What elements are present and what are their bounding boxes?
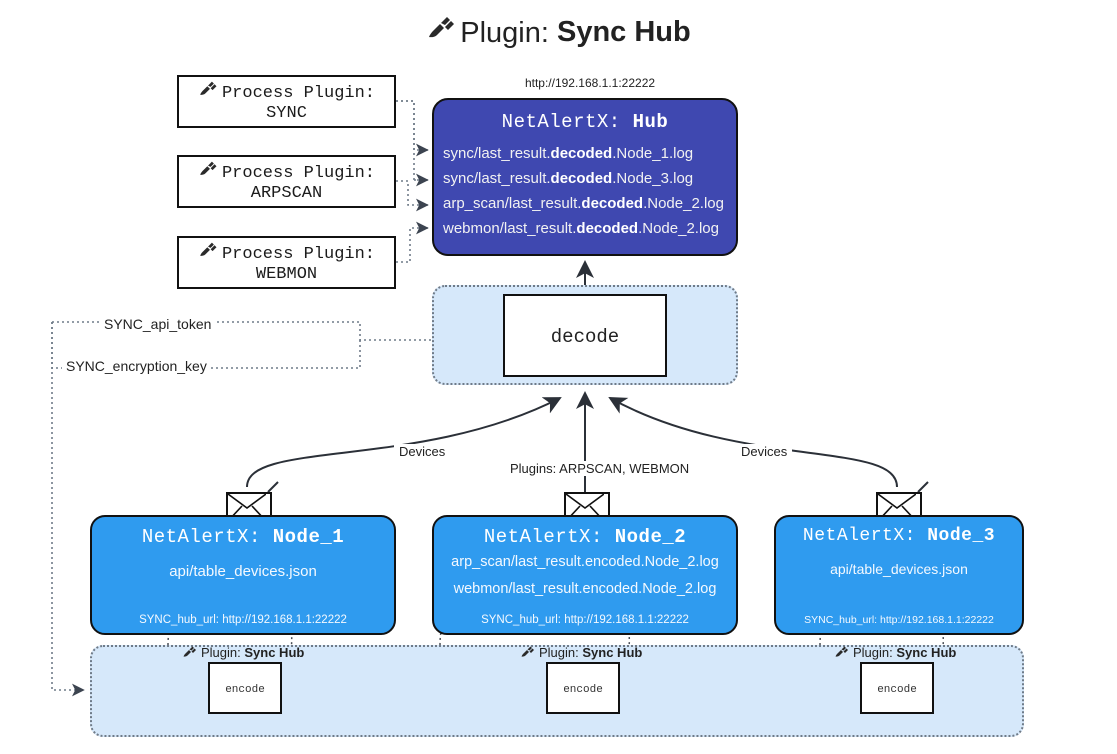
process-plugin-name: WEBMON [255, 265, 318, 284]
node-path: api/table_devices.json [830, 561, 968, 577]
plug-icon [198, 81, 218, 104]
process-plugin-heading: Process Plugin: [179, 242, 394, 265]
edge-label-devices-left: Devices [394, 444, 451, 459]
hub-log-list: sync/last_result.decoded.Node_1.log sync… [434, 141, 736, 241]
encode-box: encode [546, 662, 620, 714]
node-path: webmon/last_result.encoded.Node_2.log [453, 581, 717, 597]
process-plugin-name: SYNC [266, 104, 307, 123]
hub-log-item: sync/last_result.decoded.Node_1.log [443, 145, 694, 162]
page-title-name: Sync Hub [556, 16, 691, 48]
node-hub-url: SYNC_hub_url: http://192.168.1.1:22222 [481, 614, 689, 626]
node-title: NetAlertX: Node_1 [141, 526, 345, 548]
node-hub-url: SYNC_hub_url: http://192.168.1.1:22222 [804, 614, 994, 626]
process-plugin-name: ARPSCAN [250, 184, 323, 203]
encode-plugin-label: Plugin: Sync Hub [182, 645, 304, 662]
node-path: api/table_devices.json [169, 563, 317, 580]
hub-log-item: arp_scan/last_result.decoded.Node_2.log [443, 195, 724, 212]
sync-api-token-label: SYNC_api_token [100, 316, 216, 332]
plug-icon [426, 16, 456, 50]
node-path: arp_scan/last_result.encoded.Node_2.log [451, 554, 719, 570]
sync-encryption-key-label: SYNC_encryption_key [62, 358, 211, 374]
hub-title-prefix: NetAlertX: [501, 111, 633, 133]
decode-label: decode [550, 326, 620, 348]
plug-icon [198, 242, 218, 265]
encode-box: encode [860, 662, 934, 714]
encode-box: encode [208, 662, 282, 714]
node-title: NetAlertX: Node_3 [802, 526, 996, 546]
hub-log-item: sync/last_result.decoded.Node_3.log [443, 170, 694, 187]
process-plugin-box-sync: Process Plugin: SYNC [177, 75, 396, 128]
process-plugin-box-arpscan: Process Plugin: ARPSCAN [177, 155, 396, 208]
plug-icon [198, 161, 218, 184]
plug-icon [834, 646, 849, 662]
hub-title-name: Hub [632, 111, 669, 133]
encode-label: encode [225, 684, 265, 696]
process-plugin-box-webmon: Process Plugin: WEBMON [177, 236, 396, 289]
page-title: Plugin: Sync Hub [0, 16, 1117, 50]
edge-label-devices-right: Devices [736, 444, 793, 459]
hub-url-label: http://192.168.1.1:22222 [524, 76, 656, 90]
decode-box: decode [503, 294, 667, 377]
plug-icon [520, 646, 535, 662]
encode-label: encode [877, 684, 917, 696]
process-plugin-heading: Process Plugin: [179, 81, 394, 104]
process-plugin-heading: Process Plugin: [179, 161, 394, 184]
node-hub-url: SYNC_hub_url: http://192.168.1.1:22222 [139, 614, 347, 626]
encode-plugin-label: Plugin: Sync Hub [834, 645, 956, 662]
node-box-node-1: NetAlertX: Node_1 api/table_devices.json… [90, 515, 396, 635]
hub-title: NetAlertX: Hub [434, 111, 736, 133]
plug-icon [182, 646, 197, 662]
encode-plugin-label: Plugin: Sync Hub [520, 645, 642, 662]
node-box-node-2: NetAlertX: Node_2 arp_scan/last_result.e… [432, 515, 738, 635]
page-title-prefix: Plugin: [460, 16, 557, 49]
node-box-node-3: NetAlertX: Node_3 api/table_devices.json… [774, 515, 1024, 635]
edge-label-plugins: Plugins: ARPSCAN, WEBMON [505, 461, 695, 476]
node-title: NetAlertX: Node_2 [483, 526, 687, 548]
encode-label: encode [563, 684, 603, 696]
hub-log-item: webmon/last_result.decoded.Node_2.log [443, 220, 719, 237]
hub-box: NetAlertX: Hub sync/last_result.decoded.… [432, 98, 738, 256]
